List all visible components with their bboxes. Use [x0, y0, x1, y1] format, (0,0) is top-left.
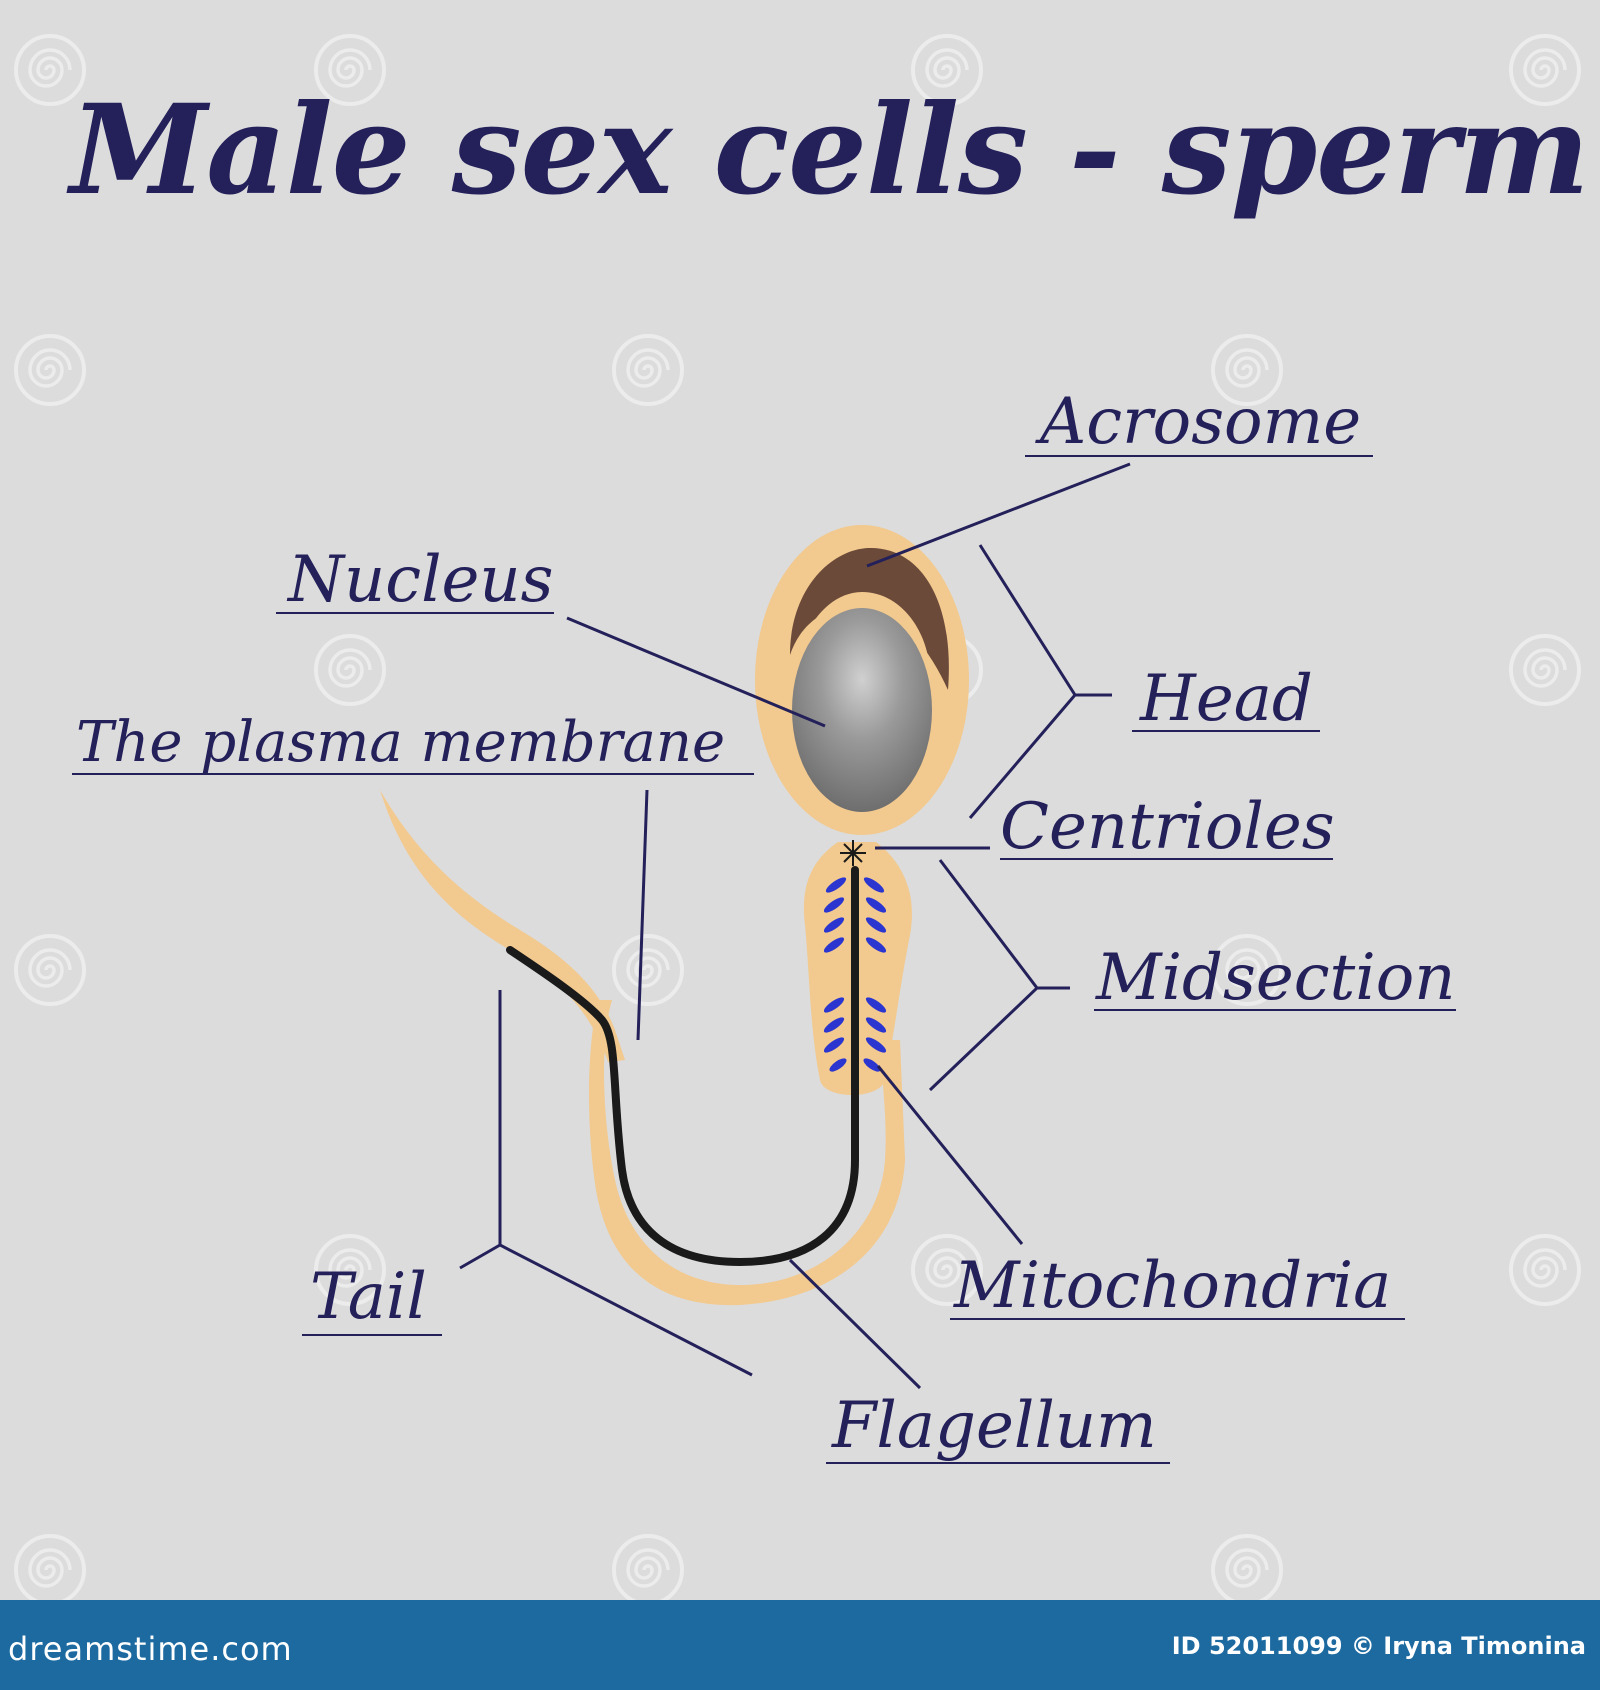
- footer-credit: ID 52011099 © Iryna Timonina: [1171, 1632, 1586, 1660]
- label-acrosome: Acrosome: [1040, 385, 1362, 459]
- label-midsection: Midsection: [1096, 941, 1456, 1015]
- footer-bar: dreamstime.com ID 52011099 © Iryna Timon…: [0, 1600, 1600, 1690]
- page-title: Male sex cells - sperm: [70, 78, 1590, 223]
- diagram-stage: Male sex cells - sperm Acrosome Nucleus …: [14, 34, 1590, 1600]
- membrane-tail-end: [380, 790, 625, 1062]
- label-mitochondria: Mitochondria: [954, 1249, 1392, 1323]
- underline-flagellum: [826, 1462, 1170, 1464]
- label-plasma-membrane: The plasma membrane: [76, 710, 726, 775]
- centriole-star: [840, 840, 866, 866]
- underline-tail: [302, 1334, 442, 1336]
- underline-acrosome: [1025, 455, 1373, 457]
- flagellum: [506, 866, 859, 1267]
- underline-nucleus: [276, 612, 554, 614]
- label-tail: Tail: [310, 1260, 427, 1334]
- sperm-diagram: [380, 462, 1131, 1390]
- acrosome: [790, 547, 949, 690]
- label-head: Head: [1140, 662, 1313, 736]
- underline-centrioles: [1000, 858, 1333, 860]
- footer-brand[interactable]: dreamstime.com: [8, 1630, 293, 1668]
- underline-plasma-membrane: [72, 773, 754, 775]
- underline-midsection: [1094, 1009, 1456, 1011]
- nucleus: [792, 608, 932, 812]
- label-flagellum: Flagellum: [832, 1389, 1157, 1463]
- acrosome-inner-membrane: [800, 592, 930, 672]
- label-nucleus: Nucleus: [288, 543, 554, 617]
- underline-head: [1132, 730, 1320, 732]
- leader-lines: [459, 462, 1131, 1390]
- underline-mitochondria: [950, 1318, 1405, 1320]
- label-centrioles: Centrioles: [1000, 790, 1335, 864]
- mitochondria-group: [823, 877, 887, 1072]
